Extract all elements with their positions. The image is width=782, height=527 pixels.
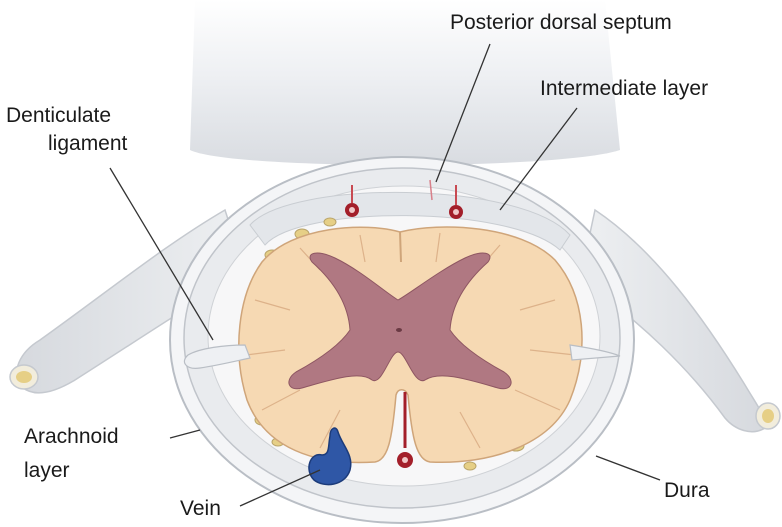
central-canal (396, 328, 402, 332)
label-arachnoid-layer-line2: layer (24, 458, 70, 484)
label-arachnoid-layer-line1: Arachnoid (24, 424, 119, 450)
label-denticulate-ligament-line1: Denticulate (6, 103, 111, 129)
label-posterior-dorsal-septum: Posterior dorsal septum (450, 10, 672, 36)
leader-arachnoid-layer (170, 430, 200, 438)
leader-dura (596, 456, 660, 480)
label-dura: Dura (664, 478, 710, 504)
label-denticulate-ligament-line2: ligament (48, 131, 127, 157)
label-intermediate-layer: Intermediate layer (540, 76, 708, 102)
label-vein: Vein (180, 496, 221, 522)
